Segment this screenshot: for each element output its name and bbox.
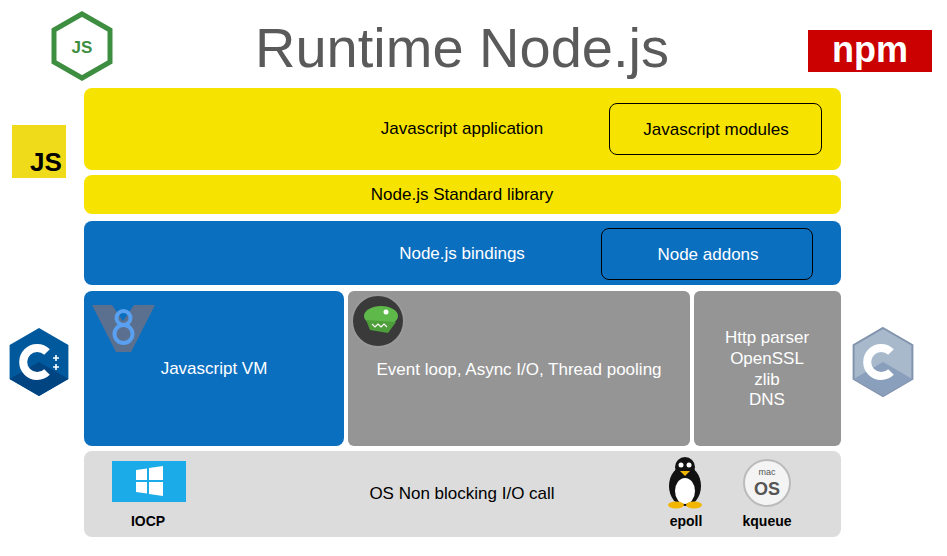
logo-text: mac <box>758 468 775 477</box>
libuv-logo <box>352 295 404 347</box>
logo-text: OS <box>754 480 780 498</box>
logo-text: JS <box>30 149 62 175</box>
node-text: Http parser <box>725 328 809 348</box>
node-text: OS Non blocking I/O call <box>369 484 554 504</box>
os-label: epoll <box>670 513 703 529</box>
node-text: Node.js bindings <box>399 244 525 264</box>
component-box: Http parserOpenSSLzlibDNS <box>694 291 841 446</box>
logo-text: npm <box>832 32 908 68</box>
windows-logo <box>112 461 186 502</box>
os-label: IOCP <box>131 513 165 529</box>
node-text: zlib <box>754 370 780 390</box>
node-text: Node addons <box>657 245 758 265</box>
node-text: Node.js Standard library <box>371 185 553 205</box>
tux-logo <box>668 457 702 509</box>
os-label: kqueue <box>742 513 791 529</box>
node-text: OpenSSL <box>730 349 804 369</box>
title: Runtime Node.js <box>255 20 669 76</box>
os-band: OS Non blocking I/O callIOCP epoll kqueue <box>84 451 841 537</box>
node-text: DNS <box>749 390 785 410</box>
logo-text: JS <box>72 39 93 56</box>
npm-logo <box>808 30 932 72</box>
node-text: Javascript VM <box>161 359 268 379</box>
js-logo <box>12 125 66 178</box>
nodejs-logo <box>54 14 110 78</box>
module-box: Javascript modules <box>609 103 822 155</box>
macos-logo <box>744 460 790 506</box>
addon-box: Node addons <box>601 228 813 280</box>
component-box: Javascript VM <box>84 291 344 446</box>
c-logo <box>854 328 913 396</box>
layer-band: Node.js bindings Node addons <box>84 221 841 285</box>
node-text: Event loop, Async I/O, Thread pooling <box>376 360 661 380</box>
layer-band: Javascript application Javascript modules <box>84 88 841 170</box>
node-text: Javascript modules <box>643 120 789 140</box>
cpp-logo <box>10 328 69 396</box>
node-text: Javascript application <box>381 119 544 139</box>
layer-band: Node.js Standard library <box>84 175 841 214</box>
v8-logo <box>92 305 155 352</box>
